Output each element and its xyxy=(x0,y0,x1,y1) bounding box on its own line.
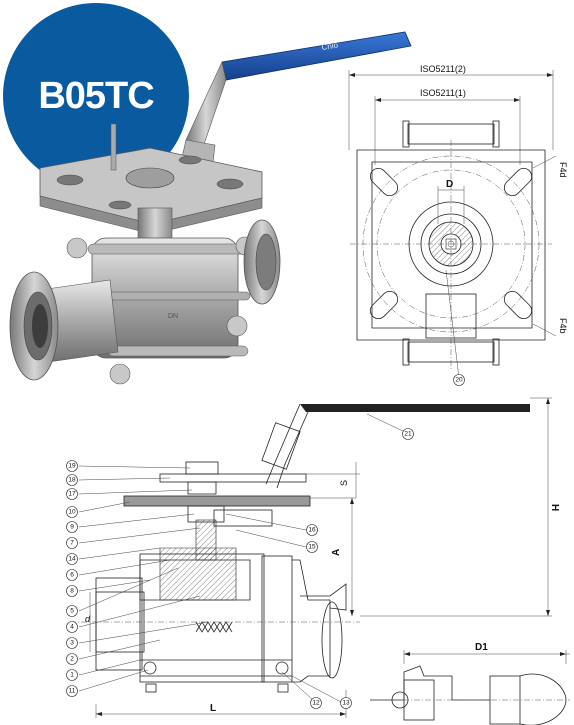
callout-circle-11 xyxy=(66,685,78,697)
h-dimension-label: H xyxy=(549,504,560,511)
callout-circle-19 xyxy=(66,460,78,472)
callout-19: 19 xyxy=(68,463,76,470)
callout-circle-3 xyxy=(66,637,78,649)
callout-10: 10 xyxy=(68,509,76,516)
body-marking: DN xyxy=(168,313,178,320)
callout-7: 7 xyxy=(70,540,74,547)
callout-circle-15 xyxy=(306,541,318,553)
side-view-drawing: 21 xyxy=(70,397,560,718)
callout-6: 6 xyxy=(70,572,74,579)
callout-9: 9 xyxy=(70,524,74,531)
callout-circle-4 xyxy=(66,621,78,633)
callout-circle-1 xyxy=(66,669,78,681)
f4b-label: F4b xyxy=(558,318,568,334)
callout-20: 20 xyxy=(455,377,463,384)
callout-16: 16 xyxy=(308,527,316,534)
callout-1: 1 xyxy=(70,672,74,679)
callout-circle-9 xyxy=(66,521,78,533)
callout-circle-16 xyxy=(306,524,318,536)
top-view-drawing: ISO5211(2) ISO5211(1) xyxy=(348,64,568,386)
d-dimension-label: D xyxy=(446,179,453,190)
s-dimension-label: S xyxy=(339,480,349,486)
d-inner-dimension-label: d xyxy=(85,614,91,624)
callout-14: 14 xyxy=(68,556,76,563)
callout-circle-10 xyxy=(66,506,78,518)
callout-3: 3 xyxy=(70,640,74,647)
model-code: B05TC xyxy=(38,74,154,117)
callout-13: 13 xyxy=(342,700,350,707)
callout-circle-13 xyxy=(340,697,352,709)
callout-circle-14 xyxy=(66,553,78,565)
callout-circle-12 xyxy=(310,697,322,709)
f4d-label: F4d xyxy=(558,162,568,178)
callout-circle-8 xyxy=(66,585,78,597)
callout-21: 21 xyxy=(404,431,412,438)
handle-logo: Cnio xyxy=(321,40,339,52)
callout-17: 17 xyxy=(68,491,76,498)
callout-12: 12 xyxy=(312,700,320,707)
callout-circle-17 xyxy=(66,488,78,500)
iso5211-2-label: ISO5211(2) xyxy=(420,64,466,74)
callout-8: 8 xyxy=(70,588,74,595)
callout-11: 11 xyxy=(69,688,76,695)
l-dimension-label: L xyxy=(210,703,216,714)
d1-dimension-label: D1 xyxy=(475,642,488,653)
iso5211-1-label: ISO5211(1) xyxy=(420,88,466,98)
callout-circle-2 xyxy=(66,653,78,665)
callout-18: 18 xyxy=(68,477,76,484)
callout-4: 4 xyxy=(70,624,74,631)
callout-2: 2 xyxy=(70,656,74,663)
d1-detail-drawing: D1 xyxy=(370,642,570,725)
callout-5: 5 xyxy=(70,608,74,615)
callout-circle-7 xyxy=(66,537,78,549)
a-dimension-label: A xyxy=(331,549,342,556)
callout-circle-6 xyxy=(66,569,78,581)
handle: Cnio xyxy=(179,31,412,173)
callout-circle-18 xyxy=(66,474,78,486)
callout-15: 15 xyxy=(308,544,316,551)
callout-circle-5 xyxy=(66,605,78,617)
valve-photo: Cnio DN xyxy=(9,31,412,385)
